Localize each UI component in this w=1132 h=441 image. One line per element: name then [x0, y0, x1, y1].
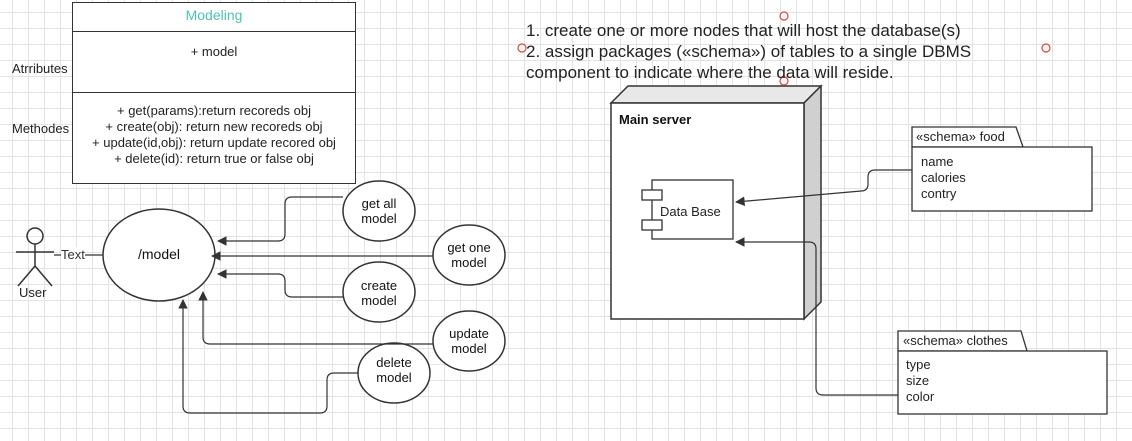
clothes-item: color [906, 389, 935, 404]
op-ellipse-update[interactable] [432, 310, 506, 372]
connector-delete [178, 299, 358, 414]
clothes-item: type [906, 357, 931, 372]
food-item: calories [921, 170, 966, 185]
op-ellipse-get-one[interactable] [432, 224, 506, 286]
class-divider-1 [73, 31, 355, 32]
method-get: + get(params):return recoreds obj [116, 103, 311, 118]
database-component[interactable] [641, 179, 734, 240]
class-divider-2 [73, 92, 355, 93]
op-label-create: create model [360, 278, 398, 308]
class-box-modeling[interactable]: Modeling + model + get(params):return re… [72, 2, 356, 184]
food-item: contry [921, 186, 957, 201]
op-label-delete: delete model [376, 355, 412, 385]
main-server-node[interactable] [609, 84, 823, 321]
package-food[interactable] [911, 126, 1093, 212]
selection-markers [517, 11, 1051, 86]
op-ellipse-get-all[interactable] [342, 180, 416, 242]
note-1: 1. create one or more nodes that will ho… [526, 21, 961, 40]
connector-create [217, 269, 343, 298]
attributes-side-label: Atrributes [12, 61, 68, 76]
class-attribute: + model [190, 44, 238, 59]
connector-clothes-db [735, 237, 898, 396]
op-label-update: update model [449, 326, 489, 356]
actor-label: User [19, 285, 47, 300]
clothes-item: size [906, 373, 930, 388]
connector-food-db [735, 169, 912, 207]
association-text-label: Text [61, 247, 85, 262]
class-methods: + get(params):return recoreds obj + crea… [73, 103, 355, 167]
note-2: 2. assign packages («schema») of tables … [526, 42, 972, 82]
food-item: name [921, 154, 954, 169]
component-label: Data Base [660, 204, 721, 219]
op-label-get-one: get one model [447, 240, 491, 270]
package-clothes[interactable] [897, 330, 1108, 415]
op-ellipse-create[interactable] [342, 261, 416, 323]
package-clothes-items: type size color [906, 357, 934, 405]
method-create: + create(obj): return new recoreds obj [105, 119, 323, 134]
op-label-get-all: get all model [361, 196, 397, 226]
model-label: /model [137, 246, 181, 262]
method-update: + update(id,obj): return update recored … [92, 135, 336, 150]
package-food-tab: «schema» food [916, 129, 1005, 144]
package-food-items: name calories contry [921, 154, 966, 202]
package-clothes-tab: «schema» clothes [903, 333, 1008, 348]
class-title: Modeling [185, 7, 243, 23]
actor-figure[interactable] [16, 227, 54, 287]
method-delete: + delete(id): return true or false obj [114, 151, 314, 166]
notes-text: 1. create one or more nodes that will ho… [526, 20, 1046, 83]
node-label: Main server [619, 112, 692, 127]
connector-get-all [217, 196, 343, 246]
methods-side-label: Methodes [12, 121, 70, 136]
connector-update [198, 291, 433, 345]
